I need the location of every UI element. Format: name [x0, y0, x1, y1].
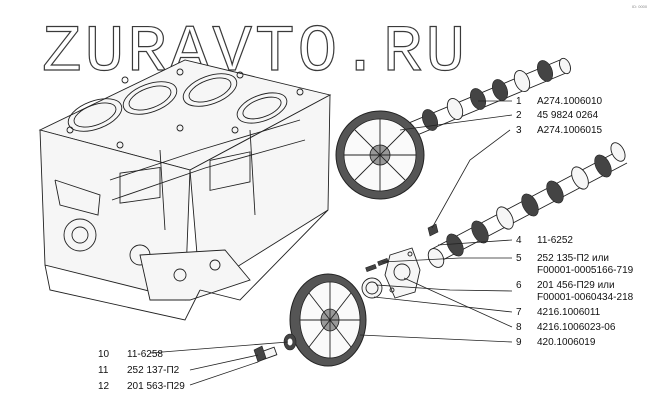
- callout-11: 11 252 137-П2: [98, 365, 180, 376]
- callout-9-part: 420.1006019: [537, 337, 596, 348]
- callout-1-part: А274.1006010: [537, 96, 603, 107]
- callout-6-part-alt: F00001-0060434-218: [537, 292, 634, 303]
- callout-4-part: 11-6252: [537, 235, 573, 246]
- callout-2-number: 2: [516, 110, 522, 121]
- callout-7: 7 4216.1006011: [516, 307, 601, 318]
- callout-2-part: 45 9824 0264: [537, 110, 599, 121]
- callout-6-part: 201 456-П29 или: [537, 280, 615, 291]
- lower-camshaft-drawing: [427, 142, 628, 268]
- callout-9-number: 9: [516, 337, 522, 348]
- callout-9: 9 420.1006019: [516, 337, 596, 348]
- upper-cam-gear-drawing: [335, 110, 425, 200]
- callout-list: 1 А274.1006010 2 45 9824 0264 3 А274.100…: [98, 96, 634, 392]
- callout-3: 3 А274.1006015: [516, 125, 603, 136]
- callout-8-part: 4216.1006023-06: [537, 322, 616, 333]
- leader-lines: [149, 100, 513, 386]
- callout-12: 12 201 563-П29: [98, 381, 185, 392]
- lower-gear-drawing: [253, 273, 367, 367]
- callout-12-number: 12: [98, 381, 110, 392]
- callout-1-number: 1: [516, 96, 522, 107]
- callout-6: 6 201 456-П29 или F00001-0060434-218: [516, 280, 634, 303]
- engine-block-drawing: [38, 59, 332, 321]
- callout-12-part: 201 563-П29: [127, 381, 185, 392]
- callout-5-part: 252 135-П2 или: [537, 253, 609, 264]
- callout-4-number: 4: [516, 235, 522, 246]
- callout-5: 5 252 135-П2 или F00001-0005166-719: [516, 253, 634, 276]
- callout-10-number: 10: [98, 349, 110, 360]
- callout-7-number: 7: [516, 307, 522, 318]
- callout-8: 8 4216.1006023-06: [516, 322, 616, 333]
- callout-5-part-alt: F00001-0005166-719: [537, 265, 634, 276]
- callout-8-number: 8: [516, 322, 522, 333]
- callout-5-number: 5: [516, 253, 522, 264]
- callout-3-part: А274.1006015: [537, 125, 603, 136]
- corner-tag: ID: 0000: [632, 4, 648, 9]
- callout-10-part: 11-6258: [127, 349, 163, 360]
- callout-3-number: 3: [516, 125, 522, 136]
- callout-6-number: 6: [516, 280, 522, 291]
- callout-11-number: 11: [98, 365, 109, 376]
- callout-1: 1 А274.1006010: [516, 96, 603, 107]
- callout-10: 10 11-6258: [98, 349, 163, 360]
- callout-11-part: 252 137-П2: [127, 365, 180, 376]
- callout-4: 4 11-6252: [516, 235, 573, 246]
- callout-7-part: 4216.1006011: [537, 307, 601, 318]
- callout-2: 2 45 9824 0264: [516, 110, 599, 121]
